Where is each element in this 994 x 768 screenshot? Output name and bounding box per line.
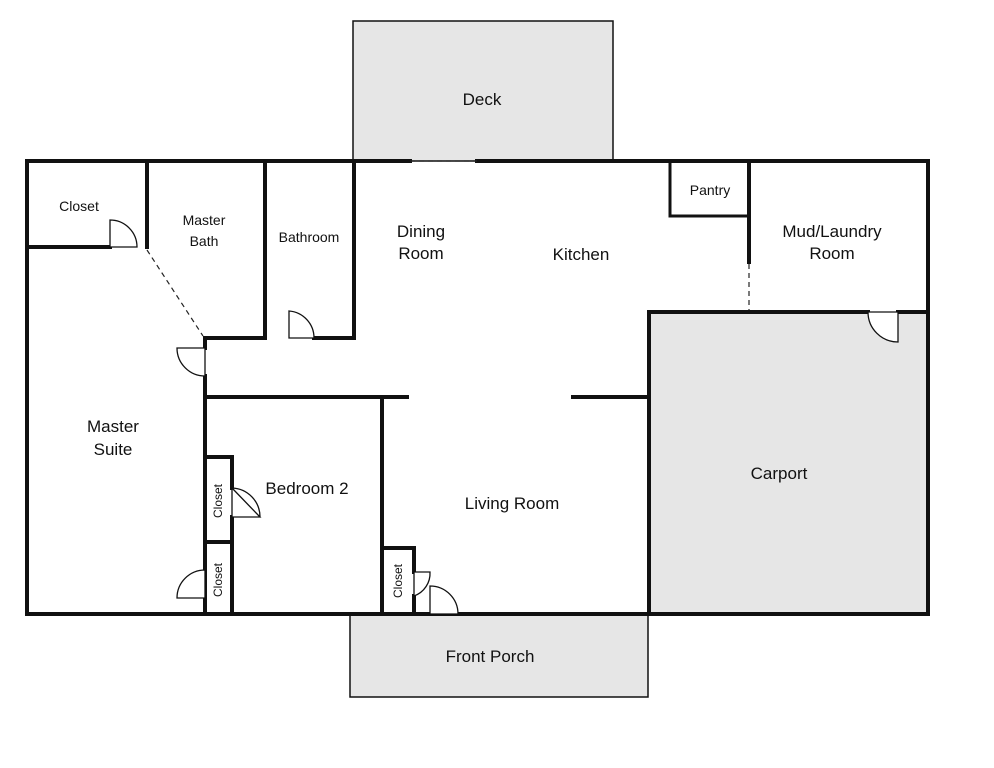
carport-area	[649, 312, 928, 614]
door-front	[429, 585, 459, 615]
deck-area	[352, 20, 614, 162]
label-closet-bed2-upper: Closet	[211, 483, 225, 518]
label-dining-line1: Dining	[397, 222, 445, 241]
label-bathroom: Bathroom	[279, 229, 340, 245]
label-dining-line2: Room	[398, 244, 443, 263]
door-carport	[867, 311, 899, 343]
label-mud-line1: Mud/Laundry	[782, 222, 882, 241]
label-master-bath-line2: Bath	[190, 233, 219, 249]
door-closet-bed2-lower	[176, 569, 206, 599]
label-master-suite-line1: Master	[87, 417, 139, 436]
master-bath-opening	[146, 249, 204, 337]
label-front-porch: Front Porch	[446, 647, 535, 666]
label-living-room: Living Room	[465, 494, 560, 513]
label-bedroom-2: Bedroom 2	[265, 479, 348, 498]
door-bathroom	[288, 310, 315, 339]
label-master-bath-line1: Master	[183, 212, 226, 228]
label-master-suite-line2: Suite	[94, 440, 133, 459]
door-swings	[109, 219, 899, 615]
label-pantry: Pantry	[690, 182, 730, 198]
door-master-suite	[176, 347, 206, 377]
label-deck: Deck	[463, 90, 502, 109]
front-porch-area	[349, 613, 649, 698]
door-closet-master	[109, 219, 138, 248]
door-closet-bed2-upper	[231, 486, 262, 518]
label-mud-line2: Room	[809, 244, 854, 263]
label-closet-living: Closet	[391, 563, 405, 598]
label-closet-bed2-lower: Closet	[211, 562, 225, 597]
interior-walls	[25, 159, 751, 616]
pantry-box	[668, 159, 751, 218]
door-closet-living	[413, 571, 431, 597]
label-kitchen: Kitchen	[553, 245, 610, 264]
label-carport: Carport	[751, 464, 808, 483]
label-closet-master: Closet	[59, 198, 99, 214]
